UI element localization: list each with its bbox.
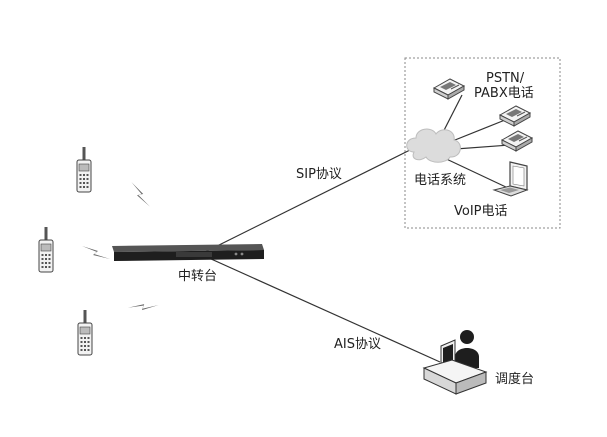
desk-phone-icon [499, 105, 531, 127]
radio-handset-icon [76, 146, 92, 193]
pstn-label-line2: PABX电话 [474, 86, 534, 101]
ais-protocol-label: AIS协议 [334, 337, 381, 352]
sip-link-line [204, 147, 415, 253]
radio-handset-icon [77, 309, 93, 356]
cloud-to-voip-line [439, 155, 509, 189]
phone-system-label: 电话系统 [414, 173, 466, 188]
sip-protocol-label: SIP协议 [296, 167, 342, 182]
lightning-icon [82, 246, 110, 259]
cloud-icon [406, 128, 461, 163]
laptop-icon [492, 161, 529, 197]
desk-phone-icon [501, 130, 533, 152]
relay-label: 中转台 [178, 269, 217, 284]
relay-unit-icon [112, 244, 264, 261]
pstn-label-line1: PSTN/ [486, 71, 525, 86]
dispatch-label: 调度台 [495, 371, 534, 387]
lightning-icon [127, 293, 159, 320]
operator-desk-icon [422, 330, 488, 395]
voip-label: VoIP电话 [454, 204, 508, 219]
radio-handset-icon [38, 226, 54, 273]
desk-phone-icon [433, 78, 465, 100]
phone-system-group-box [404, 57, 561, 229]
lightning-icon [125, 182, 157, 207]
ais-link-line [199, 253, 441, 363]
